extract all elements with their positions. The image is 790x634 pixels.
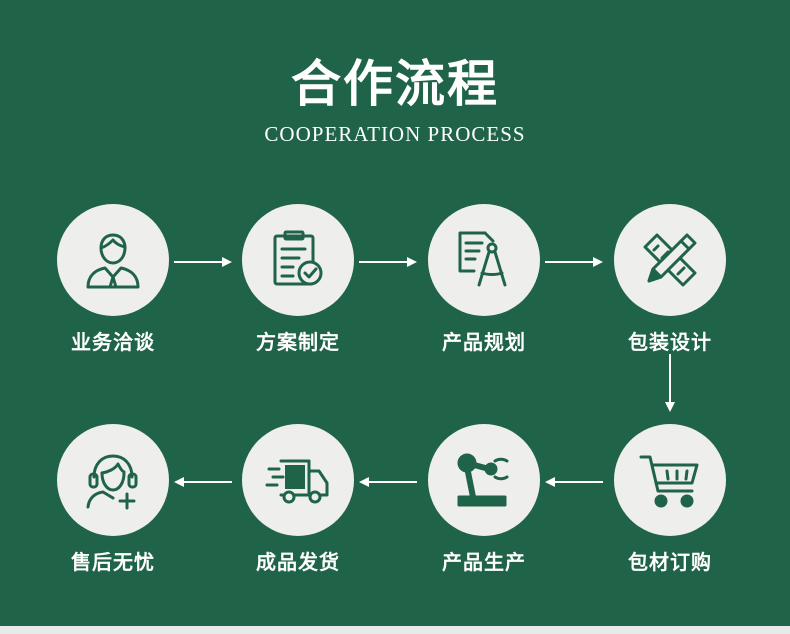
step-circle: [428, 204, 540, 316]
step-label: 包装设计: [628, 330, 712, 354]
arrow-left: [174, 477, 232, 487]
shopping-cart-icon: [639, 455, 699, 508]
arrow-left: [359, 477, 417, 487]
step-circle: [57, 204, 169, 316]
robotic-arm-icon: [457, 453, 509, 507]
step-packaging-design: 包装设计: [600, 204, 740, 355]
step-circle: [614, 204, 726, 316]
step-label: 产品规划: [442, 330, 526, 354]
businessman-icon: [86, 233, 140, 289]
step-circle: [614, 424, 726, 536]
step-circle: [242, 204, 354, 316]
step-label: 业务洽谈: [71, 330, 155, 354]
delivery-truck-icon: [265, 459, 329, 504]
step-circle: [242, 424, 354, 536]
arrow-right: [174, 257, 232, 267]
step-finished-shipping: 成品发货: [228, 424, 368, 575]
arrow-left: [545, 477, 603, 487]
document-compass-icon: [458, 231, 507, 287]
bottom-divider: [0, 626, 790, 634]
step-label: 包材订购: [628, 550, 712, 574]
step-after-sales: 售后无忧: [43, 424, 183, 575]
page-title: 合作流程: [291, 54, 499, 113]
step-business-negotiation: 业务洽谈: [43, 204, 183, 355]
step-circle: [57, 424, 169, 536]
step-product-planning: 产品规划: [414, 204, 554, 355]
arrow-right: [359, 257, 417, 267]
customer-support-icon: [86, 454, 138, 510]
step-label: 产品生产: [442, 550, 526, 574]
step-circle: [428, 424, 540, 536]
step-label: 成品发货: [256, 550, 340, 574]
step-product-production: 产品生产: [414, 424, 554, 575]
pencil-ruler-icon: [643, 233, 697, 287]
step-label: 售后无忧: [71, 550, 155, 574]
step-label: 方案制定: [256, 330, 340, 354]
clipboard-check-icon: [273, 230, 323, 286]
step-material-ordering: 包材订购: [600, 424, 740, 575]
step-plan-formulation: 方案制定: [228, 204, 368, 355]
arrow-right: [545, 257, 603, 267]
page-subtitle: COOPERATION PROCESS: [264, 122, 526, 146]
arrow-down: [665, 354, 675, 412]
